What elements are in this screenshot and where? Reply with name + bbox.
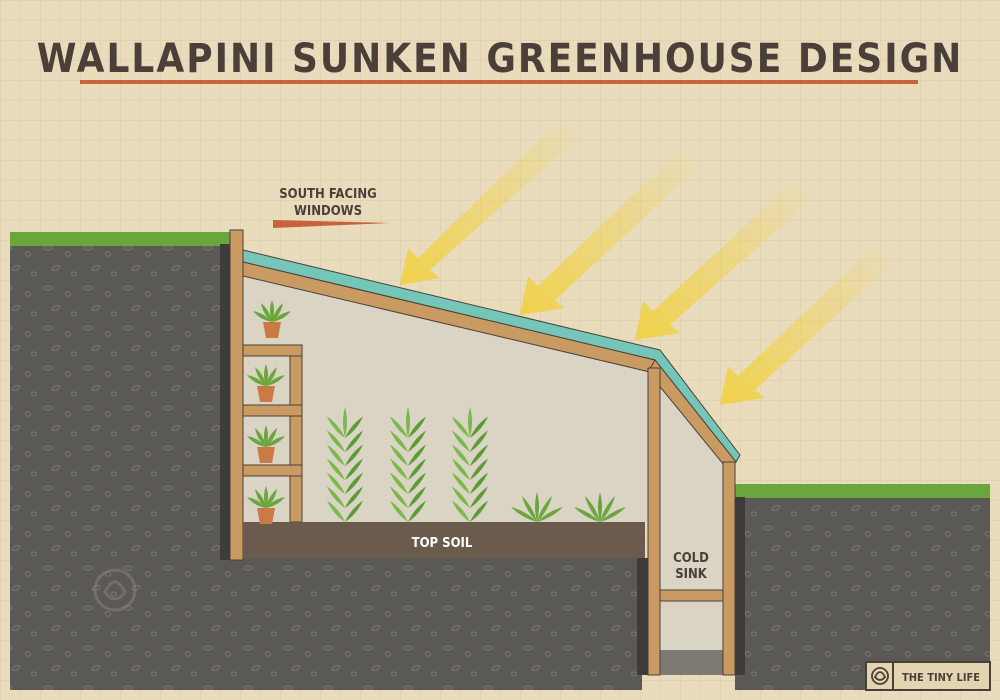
ground-soil-bottom (222, 558, 642, 690)
cold-sink-wall (637, 558, 648, 675)
ground-soil-left (10, 244, 222, 690)
grass-left (10, 232, 230, 246)
pointer-arrow (273, 220, 390, 228)
plant-shelf (242, 344, 303, 523)
flower-pot (263, 322, 281, 338)
flower-pot (257, 508, 275, 524)
sun-ray-arrow (635, 180, 813, 340)
small-plant (574, 492, 626, 522)
cold-sink-label-line1: COLD (673, 551, 709, 566)
logo-badge: THE TINY LIFE (865, 661, 991, 691)
cold-sink-floor (660, 650, 723, 675)
potted-plant (246, 425, 286, 463)
small-plant (511, 492, 563, 522)
cold-sink-label-line2: SINK (675, 567, 708, 582)
post-middle (647, 367, 661, 676)
top-soil-bed (243, 522, 645, 558)
post-left (229, 229, 244, 561)
potted-plant (246, 486, 286, 524)
corn-plant (390, 407, 426, 522)
plants (246, 300, 626, 524)
lotus-watermark-icon (93, 568, 137, 612)
potted-plant (252, 300, 292, 338)
top-soil-label: TOP SOIL (412, 536, 473, 551)
windows-label-line2: WINDOWS (294, 204, 362, 219)
retaining-wall-left (220, 244, 231, 560)
flower-pot (257, 447, 275, 463)
sun-rays (400, 120, 893, 405)
lotus-icon (871, 667, 889, 685)
potted-plant (246, 364, 286, 402)
windows-label-line1: SOUTH FACING (279, 187, 377, 202)
retaining-wall-right (735, 497, 745, 675)
post-right (722, 461, 736, 676)
cold-sink-crossbar (659, 589, 724, 602)
title-underline (80, 80, 918, 84)
sun-ray-arrow (520, 150, 698, 315)
grass-right (735, 484, 990, 498)
sun-ray-arrow (400, 120, 578, 285)
corn-plant (327, 407, 363, 522)
greenhouse-interior (243, 270, 650, 522)
sun-ray-arrow (720, 245, 893, 405)
page-title: WALLAPINI SUNKEN GREENHOUSE DESIGN (37, 36, 964, 82)
flower-pot (257, 386, 275, 402)
logo-text: THE TINY LIFE (902, 671, 980, 684)
ground-soil-right (735, 497, 990, 690)
corn-plant (452, 407, 488, 522)
